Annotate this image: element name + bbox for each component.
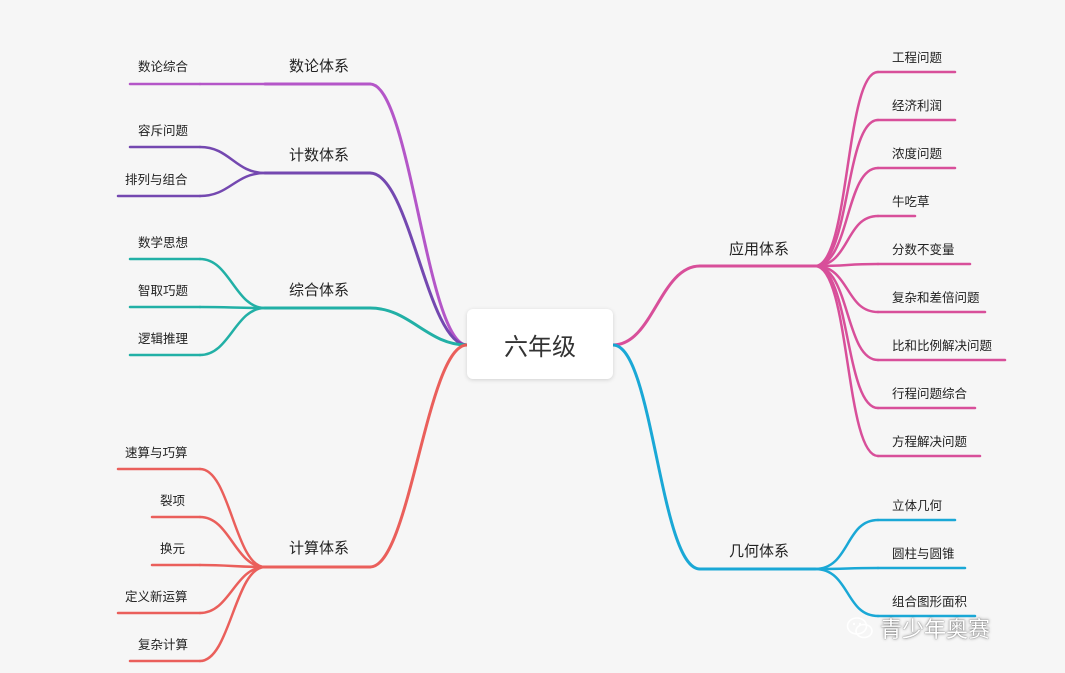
leaf-label[interactable]: 排列与组合 (125, 172, 188, 187)
leaf-connector (198, 565, 267, 663)
branch-connector (368, 171, 469, 347)
leaf-label[interactable]: 组合图形面积 (892, 594, 968, 609)
leaf-label[interactable]: 裂项 (160, 493, 186, 508)
leaf-label[interactable]: 复杂计算 (138, 637, 189, 652)
branch-connector (611, 264, 702, 347)
leaf-label[interactable]: 工程问题 (892, 50, 943, 65)
leaf-label[interactable]: 比和比例解决问题 (892, 338, 993, 353)
leaf-label[interactable]: 智取巧题 (138, 283, 189, 298)
leaf-connector (198, 565, 267, 615)
leaf-label[interactable]: 速算与巧算 (125, 445, 188, 460)
leaf-label[interactable]: 定义新运算 (125, 589, 188, 604)
leaf-connector (813, 566, 880, 571)
leaf-label[interactable]: 分数不变量 (892, 242, 955, 257)
leaf-connector (198, 257, 267, 310)
branch-label-zonghe[interactable]: 综合体系 (289, 281, 350, 299)
leaf-label[interactable]: 浓度问题 (892, 146, 943, 161)
leaf-label[interactable]: 圆柱与圆锥 (892, 546, 955, 561)
leaf-label[interactable]: 行程问题综合 (892, 386, 968, 401)
wechat-icon (846, 616, 874, 640)
root-label: 六年级 (504, 332, 576, 361)
branch-connector (368, 343, 469, 569)
watermark-label: 青少年奥赛 (880, 618, 991, 643)
leaf-label[interactable]: 立体几何 (892, 498, 943, 513)
leaf-label[interactable]: 经济利润 (892, 98, 943, 113)
leaf-connector (813, 70, 880, 268)
leaf-label[interactable]: 牛吃草 (892, 194, 930, 209)
branch-label-jisuan[interactable]: 计算体系 (289, 539, 350, 557)
leaf-connector (813, 518, 880, 571)
branch-label-jishu[interactable]: 计数体系 (289, 146, 350, 164)
watermark: 青少年奥赛 (846, 612, 990, 644)
root-node[interactable]: 六年级 (467, 309, 613, 379)
branch-connector (611, 343, 702, 571)
leaf-connector (813, 214, 880, 268)
leaf-connector (813, 118, 880, 268)
leaf-connector (813, 264, 880, 458)
branch-label-jihe[interactable]: 几何体系 (729, 542, 790, 560)
branch-label-shulun[interactable]: 数论体系 (289, 57, 350, 75)
leaf-connector (813, 264, 880, 362)
leaf-label[interactable]: 方程解决问题 (892, 434, 968, 449)
leaf-label[interactable]: 逻辑推理 (138, 331, 189, 346)
branch-connector (368, 82, 469, 347)
leaf-label[interactable]: 复杂和差倍问题 (892, 290, 980, 305)
leaf-label[interactable]: 换元 (160, 541, 186, 556)
branch-label-yingyong[interactable]: 应用体系 (729, 240, 790, 258)
leaf-label[interactable]: 容斥问题 (138, 123, 189, 138)
leaf-connector (198, 171, 267, 198)
leaf-connector (198, 145, 267, 175)
leaf-connector (198, 306, 267, 357)
leaf-connector (198, 467, 267, 569)
leaf-connector (198, 305, 267, 310)
leaf-connector (813, 166, 880, 268)
leaf-connector (813, 567, 880, 618)
branch-connector (368, 306, 469, 347)
leaf-connector (198, 515, 267, 569)
leaf-label[interactable]: 数学思想 (138, 235, 189, 250)
leaf-label[interactable]: 数论综合 (138, 59, 189, 74)
